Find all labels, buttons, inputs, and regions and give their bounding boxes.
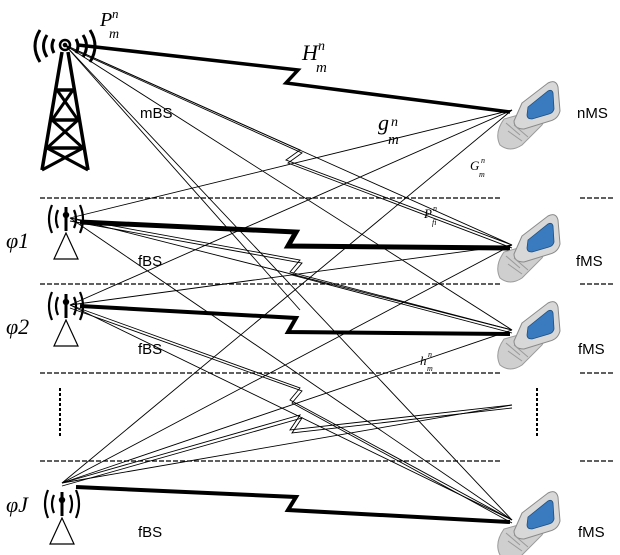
- svg-text:H: H: [301, 40, 319, 65]
- link-H-mBS-nMS: [77, 43, 511, 114]
- svg-text:P: P: [423, 206, 432, 221]
- svg-text:n: n: [112, 6, 119, 21]
- label-G-m-n: G n m: [470, 156, 485, 179]
- label-p-m-n: P n m: [99, 6, 119, 42]
- svg-text:n: n: [433, 204, 437, 213]
- svg-text:n: n: [428, 350, 432, 359]
- separator-lines: [40, 197, 615, 462]
- label-h-m-n: h n m: [420, 350, 433, 373]
- fms-label-1: fMS: [576, 253, 603, 270]
- label-P-fi-n: P n fi: [423, 204, 437, 227]
- mobile-phone-icon: [497, 81, 561, 150]
- antenna-tower-icon: [33, 29, 97, 172]
- fbs-label-1: fBS: [138, 253, 162, 270]
- group-symbol-2: φ2: [6, 314, 29, 339]
- svg-text:P: P: [99, 9, 112, 31]
- fms-label-2: fMS: [578, 341, 605, 358]
- nms-label: nMS: [577, 105, 608, 122]
- fbs-label-2: fBS: [138, 341, 162, 358]
- svg-text:h: h: [420, 353, 427, 368]
- direct-links: [75, 43, 511, 524]
- svg-text:fi: fi: [432, 218, 436, 227]
- svg-text:m: m: [109, 27, 119, 42]
- link-fBSJ-fMS: [75, 485, 511, 524]
- fbs-label-3: fBS: [138, 524, 162, 541]
- svg-text:m: m: [316, 60, 327, 76]
- svg-text:m: m: [388, 132, 399, 148]
- svg-text:n: n: [318, 39, 325, 54]
- group-symbol-3: φJ: [6, 492, 29, 517]
- label-g-m-n: g n m: [378, 110, 399, 148]
- svg-text:n: n: [481, 156, 485, 165]
- femto-antenna-icon: [47, 290, 85, 348]
- femto-antenna-icon: [47, 203, 85, 261]
- svg-text:m: m: [427, 364, 433, 373]
- link-fBS2-fMS: [79, 304, 511, 336]
- zigzag-channels: [61, 44, 513, 524]
- group-symbol-1: φ1: [6, 228, 29, 253]
- svg-text:n: n: [391, 115, 398, 130]
- mbs-label: mBS: [140, 105, 173, 122]
- link-fBS1-fMS: [79, 219, 511, 251]
- fms-label-3: fMS: [578, 524, 605, 541]
- label-H-m-n: H n m: [301, 39, 327, 76]
- interference-links: [61, 44, 513, 521]
- svg-text:G: G: [470, 158, 480, 173]
- femto-antenna-icon: [43, 488, 81, 546]
- ellipsis-dashes: [59, 388, 538, 438]
- svg-text:m: m: [479, 170, 485, 179]
- svg-text:g: g: [378, 110, 389, 135]
